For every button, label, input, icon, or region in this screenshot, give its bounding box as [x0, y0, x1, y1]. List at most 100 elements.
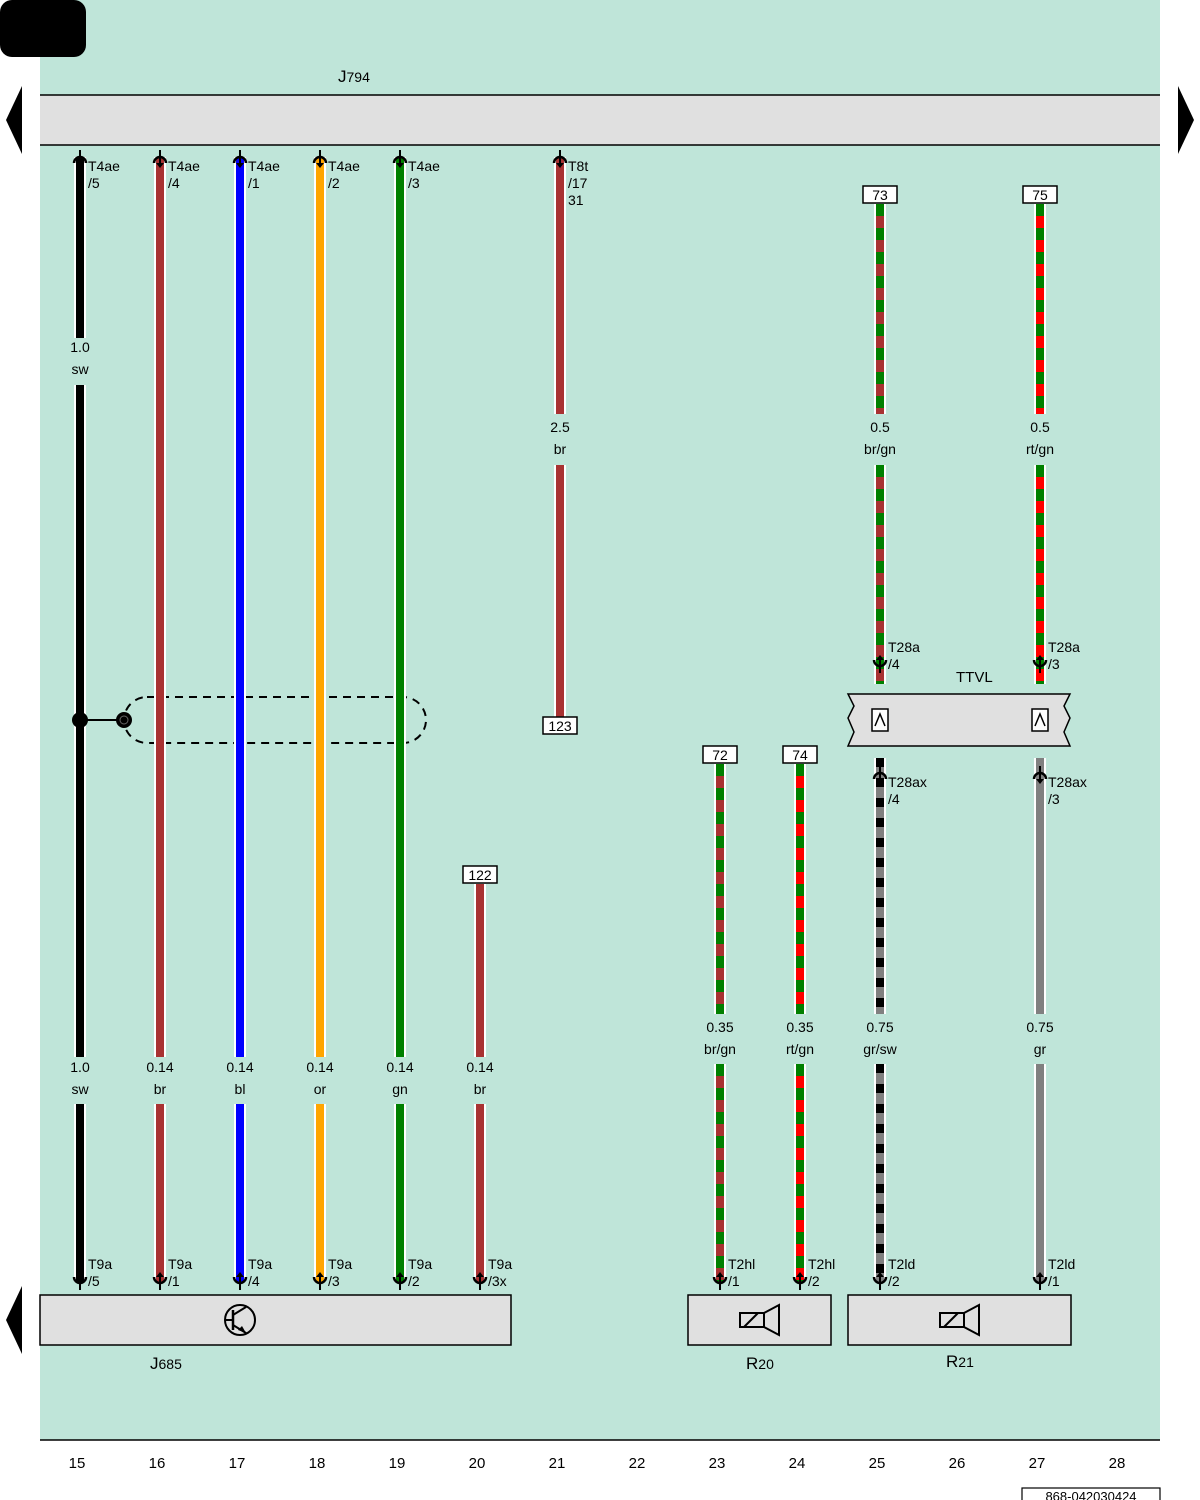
wire-color-label: sw	[71, 1081, 89, 1097]
wire-reference-box[interactable]: 74	[782, 745, 818, 764]
pin-label: /3	[408, 175, 420, 191]
wire-reference-label: 75	[1032, 187, 1048, 203]
wire-color-label: or	[314, 1081, 327, 1097]
wire-color-label: br/gn	[704, 1041, 736, 1057]
wire-color-label: br	[554, 441, 567, 457]
terminal-connector-icon	[872, 766, 888, 784]
wire-color-label: rt/gn	[786, 1041, 814, 1057]
speaker-icon	[739, 1303, 780, 1337]
pin-label: T28a	[888, 639, 920, 655]
grid-number: 26	[949, 1455, 966, 1472]
pin-label: /17	[568, 175, 588, 191]
pin-label: /4	[888, 656, 900, 672]
terminal-connector-icon	[392, 1272, 408, 1290]
terminal-connector-icon	[552, 150, 568, 168]
pin-label: /1	[728, 1273, 740, 1289]
pin-label: /3x	[488, 1273, 507, 1289]
terminal-connector-icon	[1032, 655, 1048, 673]
connector-block-ttvl[interactable]	[846, 693, 1072, 747]
component-j794[interactable]	[40, 95, 1160, 145]
pin-label: T28ax	[1048, 774, 1087, 790]
pin-label: /1	[168, 1273, 180, 1289]
terminal-connector-icon	[72, 150, 88, 168]
pin-label: T9a	[328, 1256, 352, 1272]
wire-size-label: 0.75	[866, 1019, 893, 1035]
component-r20[interactable]	[687, 1294, 832, 1346]
pin-label: T9a	[88, 1256, 112, 1272]
pin-label: /3	[328, 1273, 340, 1289]
wire-reference-label: 74	[792, 747, 808, 763]
grid-number: 15	[69, 1455, 86, 1472]
pin-label: T4ae	[248, 158, 280, 174]
wire-color-label: rt/gn	[1026, 441, 1054, 457]
grid-number: 23	[709, 1455, 726, 1472]
wire-color-label: br	[474, 1081, 487, 1097]
wire-reference-label: 73	[872, 187, 888, 203]
pin-label: T2ld	[888, 1256, 915, 1272]
doc-number-box	[1021, 1487, 1161, 1500]
component-r21-label: R21	[946, 1352, 974, 1371]
grid-number: 17	[229, 1455, 246, 1472]
pin-label: /5	[88, 1273, 100, 1289]
wire-size-label: 0.14	[226, 1059, 253, 1075]
wire-size-label: 1.0	[70, 1059, 90, 1075]
pin-label: T28ax	[888, 774, 927, 790]
previous-page-arrow-icon[interactable]	[6, 1286, 22, 1354]
terminal-connector-icon	[312, 1272, 328, 1290]
component-r20-label: R20	[746, 1354, 774, 1373]
wire-size-label: 0.14	[146, 1059, 173, 1075]
terminal-connector-icon	[792, 1272, 808, 1290]
wire-reference-box[interactable]: 75	[1022, 185, 1058, 204]
wire-reference-label: 123	[548, 718, 572, 734]
wire-reference-box[interactable]: 122	[462, 865, 498, 884]
grid-number: 24	[789, 1455, 806, 1472]
terminal-connector-icon	[1032, 1272, 1048, 1290]
component-j685[interactable]	[39, 1294, 512, 1346]
next-page-arrow-icon[interactable]	[1178, 86, 1194, 154]
wire-color-label: br	[154, 1081, 167, 1097]
pin-label: /2	[808, 1273, 820, 1289]
pin-label: /1	[248, 175, 260, 191]
component-j685-label: J685	[150, 1354, 182, 1373]
pin-label: /1	[1048, 1273, 1060, 1289]
terminal-connector-icon	[392, 150, 408, 168]
grid-number: 20	[469, 1455, 486, 1472]
previous-page-arrow-icon[interactable]	[6, 86, 22, 154]
pin-label: /4	[168, 175, 180, 191]
splice-point	[72, 712, 88, 728]
pin-label: T4ae	[88, 158, 120, 174]
pin-label: T9a	[248, 1256, 272, 1272]
pin-label: T2ld	[1048, 1256, 1075, 1272]
pin-label: /4	[888, 791, 900, 807]
connector-block-ttvl-label: TTVL	[956, 669, 993, 686]
wire-color-label: sw	[71, 361, 89, 377]
wire-reference-box[interactable]: 73	[862, 185, 898, 204]
grid-number: 18	[309, 1455, 326, 1472]
terminal-connector-icon	[312, 150, 328, 168]
pin-label: T8t	[568, 158, 588, 174]
shield-terminal	[116, 712, 132, 728]
pin-label: T2hl	[728, 1256, 755, 1272]
wire-reference-label: 122	[468, 867, 492, 883]
wire-size-label: 0.14	[386, 1059, 413, 1075]
terminal-connector-icon	[232, 150, 248, 168]
component-r21[interactable]	[847, 1294, 1072, 1346]
grid-number: 27	[1029, 1455, 1046, 1472]
pin-label: /3	[1048, 791, 1060, 807]
grid-number: 25	[869, 1455, 886, 1472]
wire-reference-box[interactable]: 72	[702, 745, 738, 764]
wire-size-label: 2.5	[550, 419, 570, 435]
wire-size-label: 0.75	[1026, 1019, 1053, 1035]
wire-color-label: br/gn	[864, 441, 896, 457]
speaker-icon	[939, 1303, 980, 1337]
page-tab[interactable]	[0, 0, 86, 57]
terminal-connector-icon	[152, 150, 168, 168]
wire-reference-box[interactable]: 123	[542, 716, 578, 735]
pin-label: T28a	[1048, 639, 1080, 655]
labels-layer: T4ae/5T9a/51.0sw1.0swT4ae/4T9a/10.14brT4…	[70, 158, 1087, 1289]
grid-number: 28	[1109, 1455, 1126, 1472]
terminal-connector-icon	[872, 655, 888, 673]
pin-label: T2hl	[808, 1256, 835, 1272]
wire-size-label: 0.14	[466, 1059, 493, 1075]
